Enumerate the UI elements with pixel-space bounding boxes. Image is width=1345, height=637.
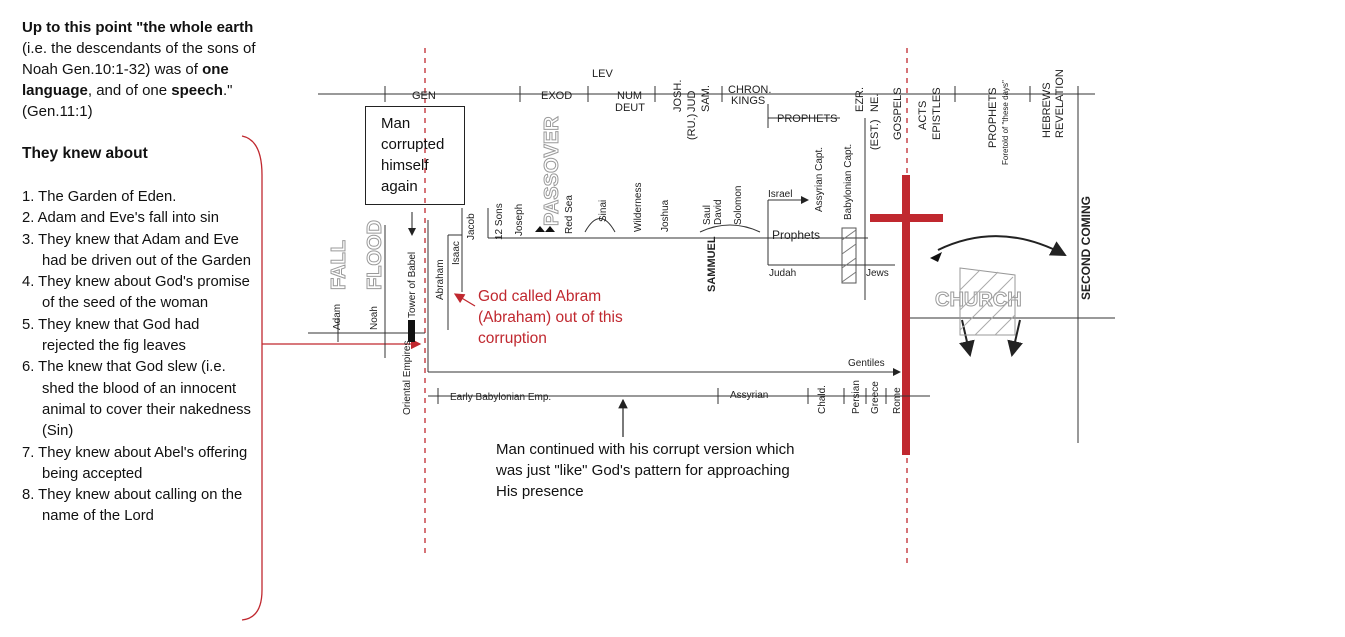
intro-line4: , and of one xyxy=(87,82,172,99)
knew-item: 2. Adam and Eve's fall into sin xyxy=(22,210,219,227)
book-est: (EST.) xyxy=(869,119,881,150)
intro-text: Up to this point "the whole earth (i.e. … xyxy=(22,17,312,122)
knew-item: 3. They knew that Adam and Eve had be dr… xyxy=(22,231,251,269)
label-gentiles: Gentiles xyxy=(848,358,885,369)
place-israel: Israel xyxy=(768,189,792,200)
intro-bold-language: language xyxy=(22,82,88,99)
empire-early-bab: Early Babylonian Emp. xyxy=(450,392,551,403)
empire-chald: Chald. xyxy=(817,385,828,414)
book-sam: SAM. xyxy=(700,85,712,112)
book-kings: KINGS xyxy=(731,95,765,107)
person-saul: Saul xyxy=(702,205,713,225)
empire-rome: Rome xyxy=(892,387,903,414)
place-red-sea: Red Sea xyxy=(564,195,575,234)
book-gen: GEN xyxy=(412,90,436,102)
book-lev: LEV xyxy=(592,68,613,80)
era-church: CHURCH xyxy=(935,289,1022,311)
person-jacob: Jacob xyxy=(466,213,477,240)
knew-item: 8. They knew about calling on the name o… xyxy=(22,487,243,525)
book-deut: DEUT xyxy=(615,102,645,114)
book-ru: (RU.) xyxy=(686,114,698,140)
person-abraham: Abraham xyxy=(435,259,446,300)
cross-horizontal xyxy=(870,214,943,222)
book-revelation: REVELATION xyxy=(1054,69,1066,138)
person-david: David xyxy=(713,199,724,225)
god-called-arrow xyxy=(453,293,476,307)
knew-title: They knew about xyxy=(22,145,148,162)
event-assyrian-capt: Assyrian Capt. xyxy=(814,147,825,212)
person-babel: Tower of Babel xyxy=(407,252,418,318)
intro-bold-speech: speech xyxy=(171,82,223,99)
empire-oriental: Oriental Empires xyxy=(402,341,413,415)
knew-item: 5. They knew that God had rejected the f… xyxy=(22,316,200,355)
callout-line: again xyxy=(381,178,418,195)
empire-assyrian: Assyrian xyxy=(730,390,768,401)
callout-god-called: God called Abram (Abraham) out of this c… xyxy=(478,288,623,347)
person-sammuel: SAMMUEL xyxy=(706,236,718,292)
book-prophets: PROPHETS xyxy=(777,113,838,125)
place-judah: Judah xyxy=(769,268,796,279)
book-ne: NE. xyxy=(869,94,881,112)
person-12sons: 12 Sons xyxy=(494,203,505,240)
place-wilderness: Wilderness xyxy=(633,183,644,232)
callout-line: Man xyxy=(381,115,411,132)
label-jews: Jews xyxy=(866,268,889,279)
person-adam: Adam xyxy=(332,304,343,330)
babylonian-capt-hatch xyxy=(841,227,857,284)
callout-line: corrupted xyxy=(381,136,445,153)
person-joseph: Joseph xyxy=(514,204,525,236)
intro-reference: (Gen.11:1) xyxy=(22,103,93,120)
label-prophets: Prophets xyxy=(772,228,820,242)
person-noah: Noah xyxy=(369,306,380,330)
book-hebrews: HEBREWS xyxy=(1041,82,1053,138)
book-gospels: GOSPELS xyxy=(892,87,904,140)
callout-line: himself xyxy=(381,157,429,174)
event-babylonian-capt: Babylonian Capt. xyxy=(843,144,854,220)
callout-man-continued: Man continued with his corrupt version w… xyxy=(496,441,795,500)
era-fall: FALL xyxy=(328,240,350,290)
callout-man-corrupted: Man corrupted himself again xyxy=(365,106,465,205)
era-flood: FLOOD xyxy=(364,220,386,290)
place-sinai: Sinai xyxy=(598,200,609,222)
knew-list: 1. The Garden of Eden. 2. Adam and Eve's… xyxy=(22,187,252,528)
era-second-coming: SECOND COMING xyxy=(1079,196,1093,300)
person-solomon: Solomon xyxy=(733,186,744,225)
knew-item: 4. They knew about God's promise of the … xyxy=(22,274,250,312)
book-jud: JUD xyxy=(686,91,698,112)
book-foretold: Foretold of "these days" xyxy=(1001,80,1010,165)
list-brace xyxy=(241,135,263,621)
era-passover: PASSOVER xyxy=(541,116,563,226)
person-isaac: Isaac xyxy=(451,241,462,265)
intro-line1: Up to this point "the whole earth xyxy=(22,19,254,36)
empire-greece: Greece xyxy=(870,381,881,414)
book-chron: CHRON. xyxy=(728,84,771,96)
person-joshua: Joshua xyxy=(660,199,671,232)
intro-bold-one: one xyxy=(202,61,229,78)
cross-vertical xyxy=(902,175,910,455)
book-num: NUM xyxy=(617,90,642,102)
book-ezr: EZR. xyxy=(854,87,866,112)
book-exod: EXOD xyxy=(541,90,572,102)
book-epistles: EPISTLES xyxy=(931,87,943,140)
book-prophets-nt: PROPHETS xyxy=(987,87,999,148)
book-josh: JOSH. xyxy=(672,80,684,112)
intro-line2: (i.e. the descendants of the sons of xyxy=(22,40,256,57)
church-arc-arrow xyxy=(937,235,1067,256)
empire-persian: Persian xyxy=(851,380,862,414)
book-acts: ACTS xyxy=(917,101,929,130)
knew-item: 7. They knew about Abel's offering being… xyxy=(22,444,248,482)
knew-item: 6. The knew that God slew (i.e. shed the… xyxy=(22,359,251,440)
intro-line3: Noah Gen.10:1-32) was of xyxy=(22,61,203,78)
knew-item: 1. The Garden of Eden. xyxy=(22,189,177,205)
intro-line5: ." xyxy=(222,82,233,99)
